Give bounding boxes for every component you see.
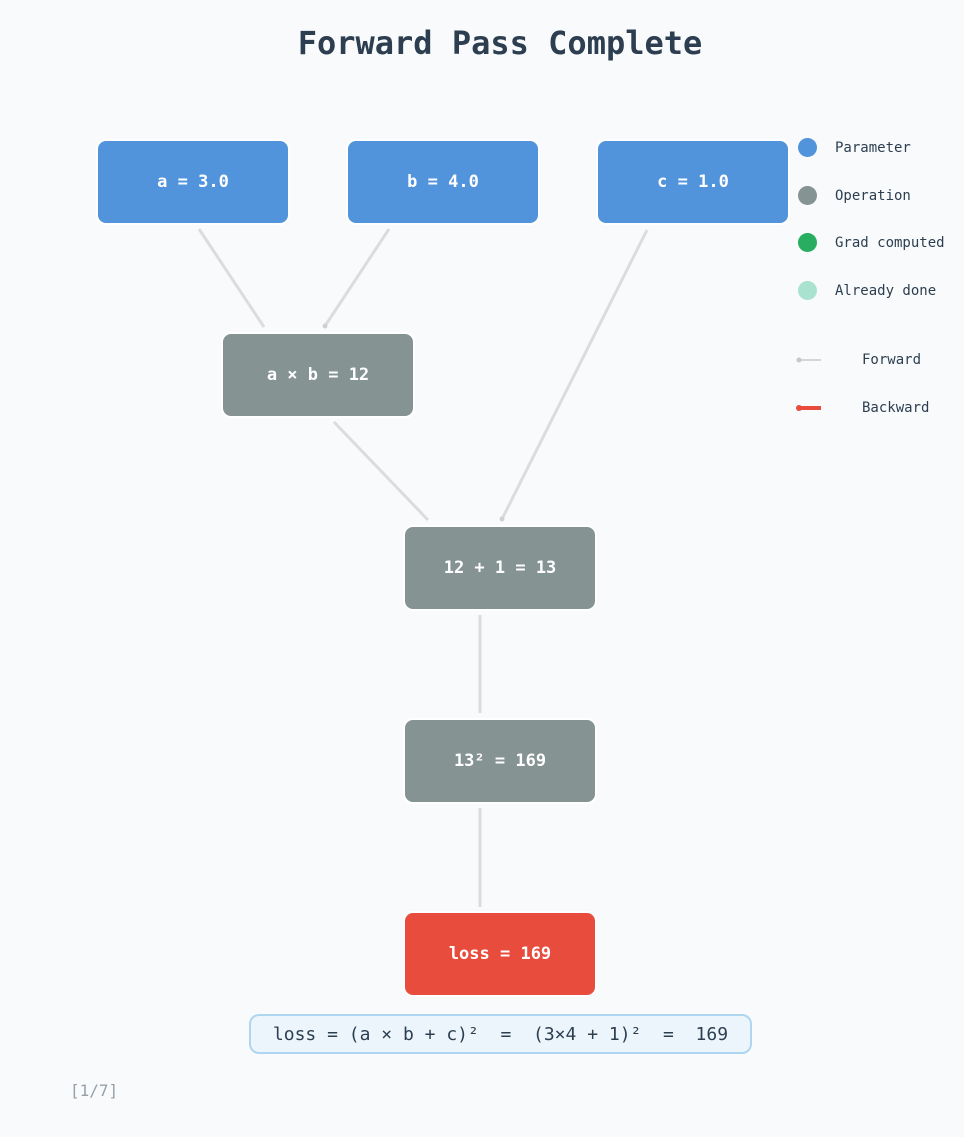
legend-operation: Operation [798, 186, 911, 205]
node-loss-label: loss = 169 [448, 944, 552, 964]
node-mul-label: a × b = 12 [266, 365, 370, 385]
already-done-swatch-icon [798, 281, 817, 300]
parameter-swatch-icon [798, 138, 817, 157]
node-mul: a × b = 12 [221, 332, 415, 418]
backward-arrow-icon [796, 405, 821, 411]
node-b: b = 4.0 [346, 139, 540, 225]
legend-operation-label: Operation [835, 187, 911, 204]
legend-parameter-label: Parameter [835, 139, 911, 156]
node-c-label: c = 1.0 [657, 172, 729, 192]
edge-b-to-mul-head [322, 323, 328, 329]
edge-a-to-mul [197, 228, 266, 328]
legend-parameter: Parameter [798, 138, 911, 157]
forward-arrow-icon [796, 357, 821, 363]
node-add: 12 + 1 = 13 [403, 525, 597, 611]
step-counter: [1/7] [70, 1081, 119, 1100]
node-a-label: a = 3.0 [157, 172, 229, 192]
node-loss: loss = 169 [403, 911, 597, 997]
legend-backward-label: Backward [862, 400, 930, 416]
legend-already-done-label: Already done [835, 282, 937, 299]
loss-formula: loss = (a × b + c)² = (3×4 + 1)² = 169 [249, 1014, 752, 1054]
edge-c-to-add-head [499, 516, 505, 522]
node-a: a = 3.0 [96, 139, 290, 225]
legend-already-done: Already done [798, 281, 936, 300]
legend-backward: Backward [796, 400, 929, 416]
legend-grad-computed: Grad computed [798, 233, 945, 252]
grad-computed-swatch-icon [798, 233, 817, 252]
edge-mul-to-add [332, 420, 430, 522]
node-square: 13² = 169 [403, 718, 597, 804]
node-add-label: 12 + 1 = 13 [443, 558, 557, 578]
diagram-title: Forward Pass Complete [297, 24, 703, 62]
operation-swatch-icon [798, 186, 817, 205]
legend-grad-computed-label: Grad computed [835, 234, 945, 251]
node-b-label: b = 4.0 [407, 172, 479, 192]
node-c: c = 1.0 [596, 139, 790, 225]
node-square-label: 13² = 169 [453, 751, 547, 771]
edge-b-to-mul [323, 228, 391, 327]
edge-c-to-add [500, 229, 649, 520]
legend-forward: Forward [796, 352, 921, 368]
legend-forward-label: Forward [862, 352, 922, 368]
